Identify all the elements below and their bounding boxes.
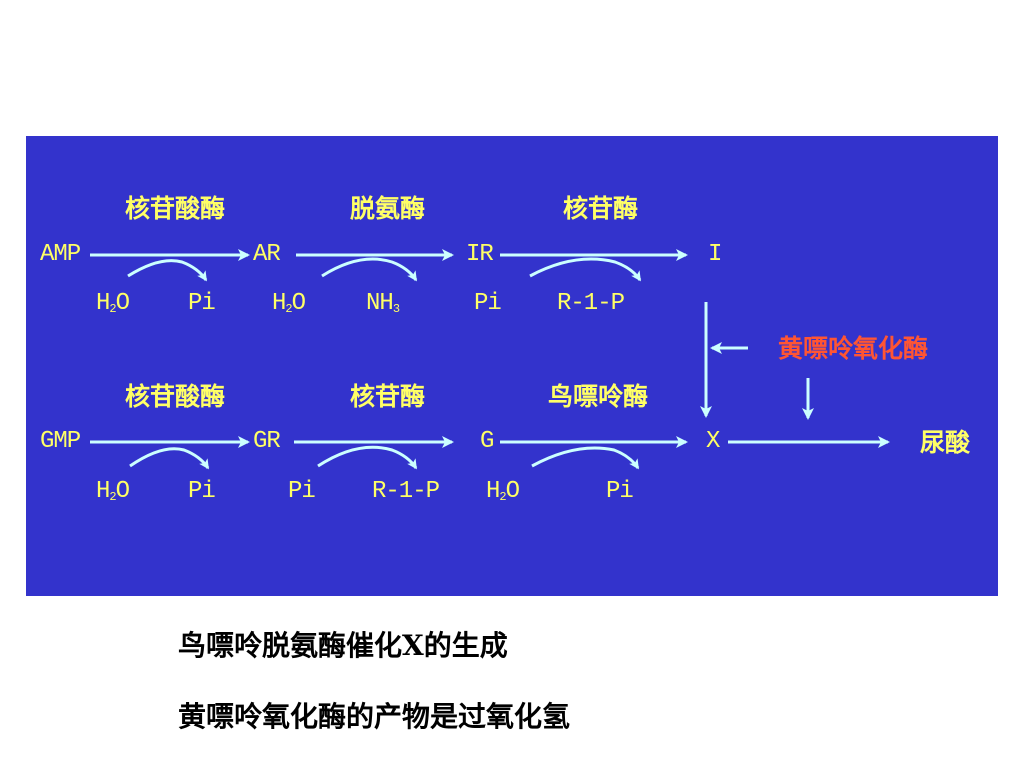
byproduct-r2-3: Pi — [288, 478, 316, 505]
side-enzyme: 黄嘌呤氧化酶 — [778, 334, 929, 363]
byproduct-r2-6: Pi — [606, 478, 634, 505]
node-x: X — [706, 428, 720, 455]
byproduct-r1-3: H2O — [272, 290, 306, 317]
enzyme-r2-2: 核苷酶 — [350, 382, 426, 411]
enzyme-r2-3: 鸟嘌呤酶 — [548, 382, 649, 411]
node-amp: AMP — [40, 241, 81, 268]
pathway-panel — [26, 136, 998, 596]
note-1: 鸟嘌呤脱氨酶催化X的生成 — [178, 629, 508, 662]
node-ar: AR — [253, 241, 281, 268]
node-gmp: GMP — [40, 428, 81, 455]
enzyme-r2-1: 核苷酸酶 — [125, 382, 226, 411]
node-ir: IR — [466, 241, 494, 268]
byproduct-r2-1: H2O — [96, 478, 130, 505]
byproduct-r1-6: R-1-P — [557, 290, 625, 317]
enzyme-r1-1: 核苷酸酶 — [125, 194, 226, 223]
enzyme-r1-2: 脱氨酶 — [350, 194, 426, 223]
byproduct-r2-5: H2O — [486, 478, 520, 505]
node-g: G — [480, 428, 494, 455]
node-i: I — [708, 241, 722, 268]
node-uric-acid: 尿酸 — [920, 428, 971, 457]
node-gr: GR — [253, 428, 281, 455]
byproduct-r2-4: R-1-P — [372, 478, 440, 505]
enzyme-r1-3: 核苷酶 — [563, 194, 639, 223]
byproduct-r1-4: NH3 — [366, 290, 400, 317]
note-2: 黄嘌呤氧化酶的产物是过氧化氢 — [178, 700, 571, 733]
byproduct-r1-1: H2O — [96, 290, 130, 317]
byproduct-r1-2: Pi — [188, 290, 216, 317]
byproduct-r2-2: Pi — [188, 478, 216, 505]
byproduct-r1-5: Pi — [474, 290, 502, 317]
